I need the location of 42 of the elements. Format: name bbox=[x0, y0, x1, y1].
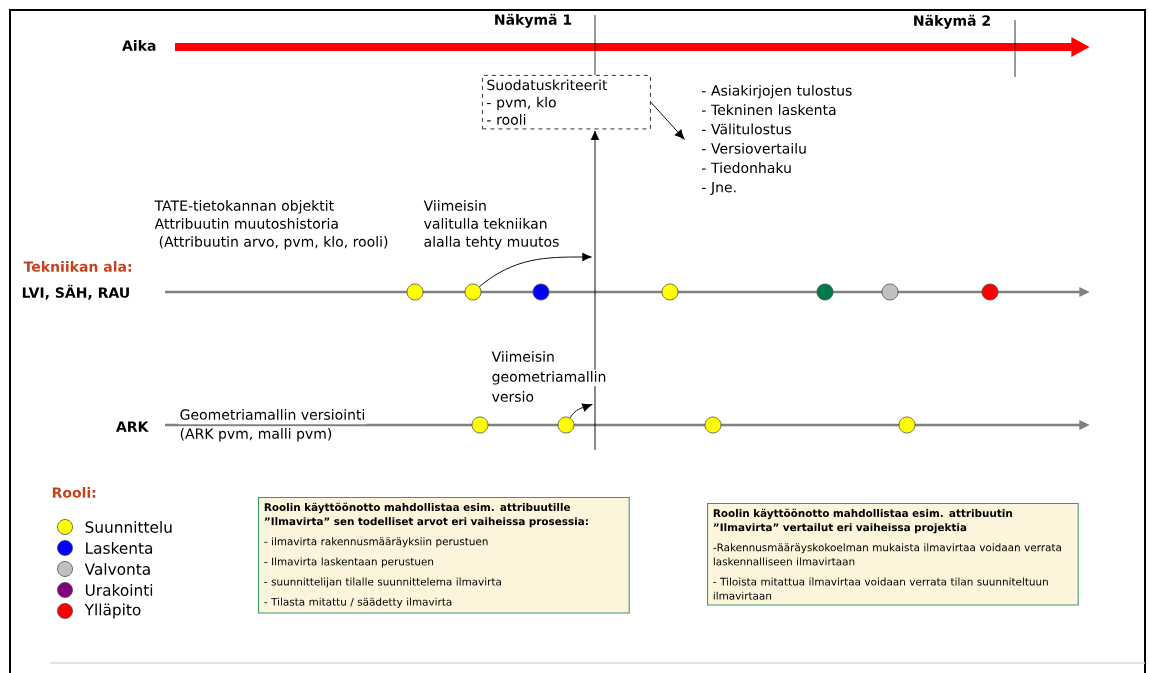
annotation-text: Viimeisin bbox=[490, 349, 557, 367]
annotation-text: (Attribuutin arvo, pvm, klo, rooli) bbox=[157, 234, 390, 252]
view-label: Näkymä 1 bbox=[495, 13, 572, 28]
category-heading: Tekniikan ala: bbox=[23, 261, 131, 272]
legend-label: Valvonta bbox=[84, 563, 150, 575]
event-dot bbox=[532, 283, 550, 301]
legend-label: Ylläpito bbox=[84, 603, 141, 619]
annotation-text: (ARK pvm, malli pvm) bbox=[178, 426, 334, 444]
event-dot bbox=[406, 283, 424, 301]
note-box: Roolin käyttöönotto mahdollistaa esim. attribuutille ”Ilmavirta” sen todelliset arvot eri vaiheissa prosessia: - ilmavirta rakennusmääräyksiin perustuen - Ilmavirta laskentaan perustuen - suunnittelijan tilalle suunnittelema ilmavirta - Tilasta mitattu / säädetty ilmavirta bbox=[258, 497, 630, 614]
legend-label: Laskenta bbox=[86, 542, 153, 554]
arrow bbox=[478, 252, 592, 288]
view-label: Näkymä 2 bbox=[914, 14, 990, 29]
row-label: LVI, SÄH, RAU bbox=[22, 284, 129, 300]
annotation-text: TATE-tietokannan objektit bbox=[153, 198, 336, 216]
event-dot bbox=[464, 283, 482, 301]
legend-heading: Rooli: bbox=[52, 487, 96, 498]
annotation-text: geometriamallin bbox=[490, 369, 608, 387]
annotation-text: valitulla tekniikan bbox=[422, 216, 549, 234]
annotation-text: Viimeisin bbox=[422, 198, 489, 216]
annotation-text: Attribuutin muutoshistoria bbox=[153, 216, 341, 234]
axis-label: Aika bbox=[122, 40, 156, 51]
arrow bbox=[590, 130, 600, 451]
legend-label: Suunnittelu bbox=[85, 521, 172, 533]
row-label: ARK bbox=[116, 421, 149, 432]
annotation-text: versio bbox=[490, 389, 536, 407]
event-dot bbox=[816, 283, 834, 301]
legend-label: Urakointi bbox=[85, 584, 153, 596]
event-dot bbox=[981, 283, 999, 301]
filter-box: Suodatuskriteerit - pvm, klo - rooli bbox=[482, 75, 651, 130]
event-dot bbox=[661, 283, 679, 301]
output-list: - Asiakirjojen tulostus - Tekninen laskenta - Välitulostus - Versiovertailu - Tiedonhaku - Jne. bbox=[701, 84, 852, 196]
note-box: Roolin käyttöönotto mahdollistaa esim. attribuutin ”Ilmavirta” vertailut eri vaiheissa projektia -Rakennusmääräyskokoelman mukaista ilmavirtaa voidaan verrata laskennalliseen ilmavirtaan - Tiloista mitattua ilmavirtaa voidaan verrata tilan suunniteltuun ilmavirtaan bbox=[707, 503, 1079, 606]
event-dot bbox=[898, 416, 916, 434]
annotation-text: Geometriamallin versiointi bbox=[178, 407, 367, 425]
event-dot bbox=[704, 416, 722, 434]
event-dot bbox=[557, 416, 575, 434]
annotation-text: alalla tehty muutos bbox=[422, 234, 561, 252]
arrow bbox=[650, 101, 685, 140]
arrow bbox=[569, 403, 592, 419]
event-dot bbox=[881, 283, 899, 301]
event-dot bbox=[471, 416, 489, 434]
